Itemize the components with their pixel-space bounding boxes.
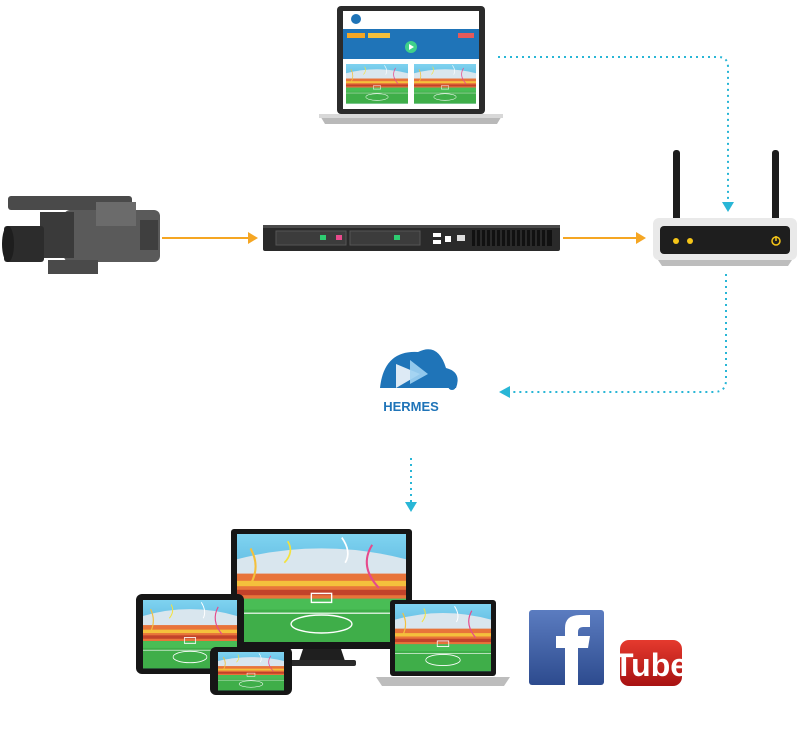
hermes-brand-text: HERMES <box>383 399 439 414</box>
arrowhead-encoder <box>248 232 258 244</box>
facebook-icon <box>529 610 604 685</box>
camera-label: Camera <box>46 166 89 180</box>
hermes-logo <box>380 349 458 390</box>
arrowhead-router-top <box>722 202 734 212</box>
connector-laptop-router <box>498 56 729 206</box>
cloud-caption: HERMES Live Cloud <box>346 428 458 442</box>
youtube-tube-text: Tube <box>614 647 688 683</box>
smart-tv-icon <box>231 529 412 666</box>
phone-icon <box>210 647 292 695</box>
router-label: Router <box>754 272 791 286</box>
encoder-label: HERMES Live Encoder Unit <box>328 202 478 216</box>
wifi-router-icon <box>653 150 797 266</box>
laptop-icon <box>319 6 503 124</box>
arrowhead-devices <box>405 502 417 512</box>
control-panel-label: Control Panel <box>220 70 293 84</box>
laptop-device-icon <box>376 600 510 686</box>
cloud-icon: HERMES <box>342 332 486 432</box>
youtube-icon: You Tube <box>614 616 688 686</box>
arrowhead-cloud <box>499 386 510 398</box>
video-camera-icon <box>2 196 160 274</box>
footer-caption: Live streaming to web, mobile, tablets, … <box>190 704 559 716</box>
input-label: SDI / HDMI <box>172 256 233 270</box>
connector-router-cloud <box>508 274 727 393</box>
arrowhead-router-left <box>636 232 646 244</box>
rack-server-icon <box>263 225 560 251</box>
youtube-you-text: You <box>624 616 654 636</box>
